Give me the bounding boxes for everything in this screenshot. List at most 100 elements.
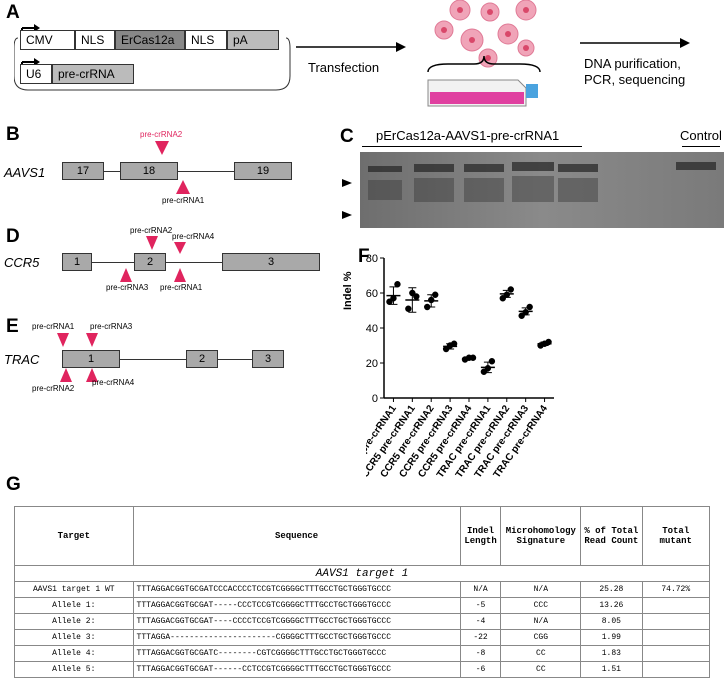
pa-box: pA [227,30,279,50]
ccr5-crrna2-marker [146,236,158,250]
table-row: Allele 1:TTTAGGACGGTGCGAT-----CCCTCCGTCG… [14,597,710,614]
data-point [428,296,435,304]
row-micro: CCC [500,597,582,614]
trac-crrna3-marker [86,333,98,347]
u6-promoter: U6 [20,64,52,84]
header-pct: % of Total Read Count [580,506,643,566]
data-point [432,291,439,298]
chart-y-label: Indel % [342,271,354,310]
gel-control-bar [682,146,720,147]
row-sequence: TTTAGGACGGTGCGAT------CCTCCGTCGGGGCTTTGC… [132,661,461,678]
aavs1-exon-18: 18 [120,162,178,180]
ccr5-exon-3: 3 [222,253,320,271]
aavs1-crrna2-marker [155,141,169,155]
ccr5-exon-2: 2 [134,253,166,271]
y-tick-label: 60 [366,288,378,300]
row-target: Allele 4: [14,645,134,662]
ccr5-gene-label: CCR5 [4,255,40,270]
cells-flask-illustration [427,0,541,107]
row-micro: N/A [500,581,582,598]
trac-intron-line [62,359,284,360]
header-micro: Microhomology Signature [500,506,582,566]
y-tick-label: 40 [366,323,378,335]
panel-letter-d: D [6,226,20,247]
ccr5-crrna3-label: pre-crRNA3 [106,283,149,292]
data-point [469,354,477,361]
panel-letter-c: C [340,126,354,147]
data-point [394,281,401,288]
panel-letter-g: G [6,474,21,495]
row-micro: CC [500,645,582,662]
aavs1-gene-label: AAVS1 [4,165,46,180]
row-target: Allele 5: [14,661,134,678]
nls-box-2: NLS [185,30,227,50]
data-point [522,309,529,316]
panel-letter-f: F [358,246,370,267]
ercas12a-box: ErCas12a [115,30,185,50]
row-pct: 25.28 [580,581,643,598]
ccr5-crrna2-label: pre-crRNA2 [130,226,173,235]
ccr5-exon-1: 1 [62,253,92,271]
y-tick-label: 80 [366,253,378,265]
trac-crrna2-label: pre-crRNA2 [32,384,75,393]
panel-letter-a: A [6,2,20,23]
ccr5-crrna1-label: pre-crRNA1 [160,283,203,292]
row-target: Allele 2: [14,613,134,630]
row-total [641,629,710,646]
row-indel: -6 [459,661,502,678]
row-indel: N/A [459,581,502,598]
table-row: Allele 2:TTTAGGACGGTGCGAT----CCCCTCCGTCG… [14,613,710,630]
row-target: AAVS1 target 1 WT [14,581,134,598]
table-header-row: Target Sequence Indel Length Microhomolo… [14,506,710,566]
trac-crrna1-label: pre-crRNA1 [32,322,75,331]
row-indel: -4 [459,613,502,630]
aavs1-crrna2-label: pre-crRNA2 [140,130,183,139]
row-sequence: TTTAGGACGGTGCGAT-----CCCTCCGTCGGGGCTTTGC… [132,597,461,614]
aavs1-exon-17: 17 [62,162,104,180]
row-pct: 1.99 [580,629,643,646]
data-point [413,293,420,300]
pre-crrna-box: pre-crRNA [52,64,134,84]
arrow-transfection [296,42,406,52]
trac-crrna4-label: pre-crRNA4 [92,378,135,387]
trac-exon-1: 1 [62,350,120,368]
data-point [405,305,412,312]
purification-label: DNA purification, PCR, sequencing [584,56,686,87]
header-target: Target [14,506,134,566]
ccr5-crrna4-marker [174,242,186,254]
row-total: 74.72% [641,581,710,598]
row-pct: 13.26 [580,597,643,614]
table-row: Allele 3:TTTAGGA----------------------CG… [14,629,710,646]
row-sequence: TTTAGGA----------------------CGGGGCTTTGC… [132,629,461,646]
gel-lane-bar [362,146,582,147]
ccr5-crrna4-label: pre-crRNA4 [172,232,215,241]
transfection-label: Transfection [308,60,380,75]
data-point [526,303,533,311]
header-sequence: Sequence [132,506,461,566]
row-sequence: TTTAGGACGGTGCGAT----CCCCTCCGTCGGGGCTTTGC… [132,613,461,630]
aavs1-crrna1-label: pre-crRNA1 [162,196,205,205]
ccr5-crrna3-marker [120,268,132,282]
y-tick-label: 20 [366,358,378,370]
row-pct: 8.05 [580,613,643,630]
data-point [503,291,510,298]
data-point [488,358,496,365]
panel-letter-b: B [6,124,20,145]
data-point [390,295,397,302]
trac-crrna3-label: pre-crRNA3 [90,322,133,331]
row-total [641,661,710,678]
row-target: Allele 1: [14,597,134,614]
genotype-table: Target Sequence Indel Length Microhomolo… [14,506,710,678]
row-total [641,597,710,614]
trac-crrna4-marker [86,368,98,382]
gel-image [342,152,724,228]
row-micro: CGG [500,629,582,646]
row-indel: -5 [459,597,502,614]
panel-letter-e: E [6,316,19,337]
header-total: Total mutant [641,506,710,566]
aavs1-exon-19: 19 [234,162,292,180]
data-point [484,365,492,372]
gel-control-label: Control [680,128,722,143]
